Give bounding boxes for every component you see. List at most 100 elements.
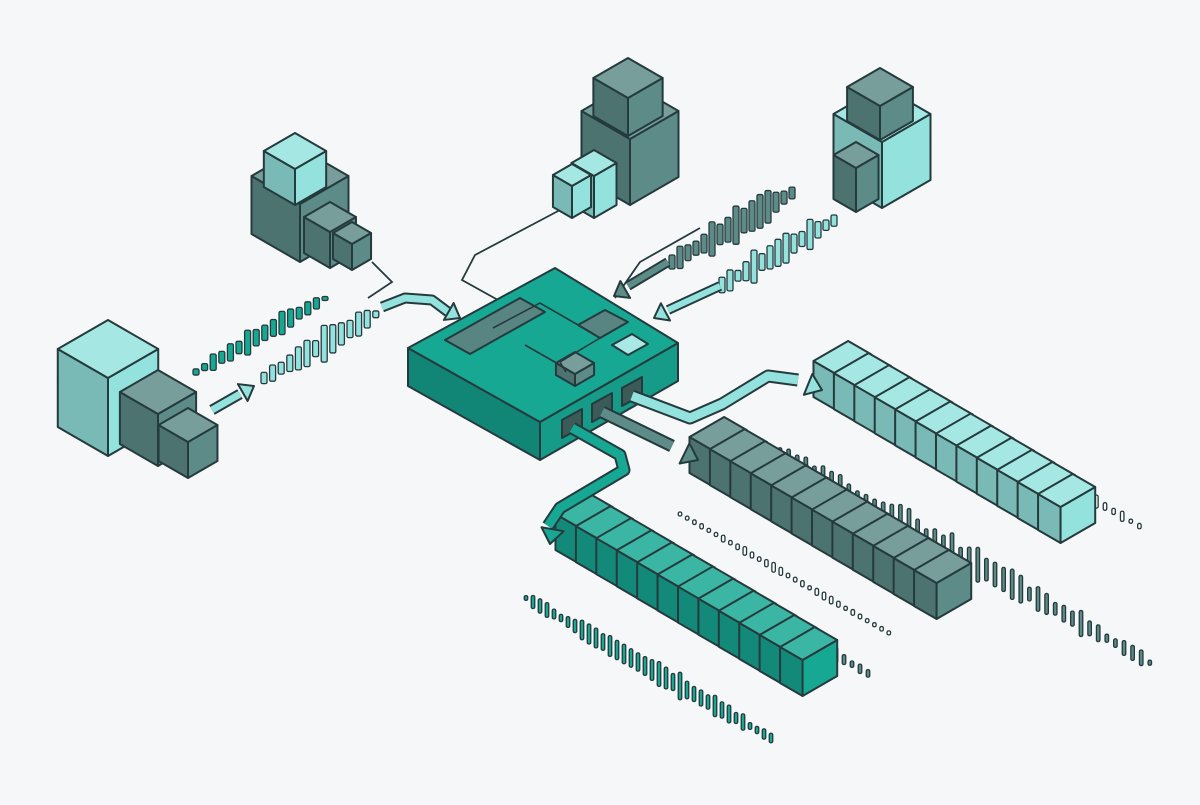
waveform-bar xyxy=(733,711,739,725)
waveform-bar xyxy=(523,595,529,601)
waveform-bar xyxy=(586,623,592,645)
cube-top-face xyxy=(592,57,664,99)
waveform-bar xyxy=(764,559,769,568)
connector-line xyxy=(367,261,394,299)
cube-top-face xyxy=(331,221,373,245)
hub-trace xyxy=(524,344,561,366)
waveform-bar xyxy=(372,310,380,319)
waveform-bar xyxy=(692,519,697,526)
waveform-bar xyxy=(1121,639,1127,657)
waveform-bar xyxy=(537,598,543,614)
waveform-bar xyxy=(792,576,798,583)
waveform-bar xyxy=(530,594,536,610)
waveform-bar xyxy=(1113,638,1118,648)
waveform-bar xyxy=(732,205,740,245)
waveform-bar xyxy=(218,350,226,364)
source-cluster-upper-left xyxy=(250,132,373,271)
waveform-bar xyxy=(243,329,252,356)
waveform-bar xyxy=(692,240,700,256)
waveform-bar xyxy=(1035,586,1041,612)
waveform-bar xyxy=(1052,601,1058,616)
waveform-bar xyxy=(1044,592,1049,615)
waveform-bar xyxy=(720,534,726,543)
waveform-bar xyxy=(735,543,740,551)
waveform-bar xyxy=(698,689,704,707)
waveform-bar xyxy=(740,713,746,731)
cube-top-face xyxy=(56,319,160,379)
cube-top-face xyxy=(303,201,357,233)
waveform-bar xyxy=(886,630,892,636)
waveform-bar xyxy=(857,663,863,675)
waveform-bar xyxy=(295,306,303,320)
waveform-bar xyxy=(798,230,806,248)
waveform-bar xyxy=(830,214,838,227)
waveform-icon xyxy=(523,594,774,744)
waveform-bar xyxy=(850,608,856,616)
waveform-bar xyxy=(726,269,734,292)
waveform-bar xyxy=(1009,568,1015,601)
arrow-head xyxy=(678,442,699,465)
hub-trace xyxy=(492,302,593,334)
arrow-head xyxy=(442,302,461,321)
waveform-bar xyxy=(1027,586,1032,602)
cube xyxy=(262,132,328,206)
waveform-bar xyxy=(700,233,708,254)
waveform-bar xyxy=(670,672,676,692)
waveform-bar xyxy=(768,732,774,744)
waveform-bar xyxy=(235,340,243,355)
waveform-bar xyxy=(312,297,321,310)
waveform-bar xyxy=(677,511,683,517)
stream-block xyxy=(913,549,973,621)
cube xyxy=(846,67,914,141)
flow-arrow-icon xyxy=(599,406,675,452)
waveform-bar xyxy=(226,343,235,362)
waveform-bar xyxy=(579,619,585,641)
waveform-bar xyxy=(677,671,683,701)
waveform-bar xyxy=(209,353,217,372)
stream-block xyxy=(779,626,839,698)
waveform-bar xyxy=(836,600,841,608)
waveform-bar xyxy=(814,587,820,596)
waveform-bar xyxy=(260,371,268,385)
cube-top-face xyxy=(913,549,973,585)
waveform-bar xyxy=(621,643,627,665)
waveform-bar xyxy=(311,339,320,358)
waveform-bar xyxy=(1138,649,1144,667)
connector-line xyxy=(460,209,561,301)
waveform-bar xyxy=(607,634,613,658)
arrow-head xyxy=(236,383,255,402)
waveform-bar xyxy=(879,625,884,632)
waveform-bar xyxy=(726,704,732,724)
source-clusters xyxy=(56,57,932,479)
flow-arrow-icon xyxy=(665,281,723,315)
waveform-bar xyxy=(565,616,571,628)
waveform-bar xyxy=(761,728,767,740)
output-stream-aqua xyxy=(812,340,1097,545)
waveform-bar xyxy=(572,618,578,634)
waveform-bar xyxy=(724,216,732,243)
waveform-bar xyxy=(780,190,788,205)
waveform-bar xyxy=(252,328,260,347)
cube xyxy=(551,163,593,219)
waveform-bar xyxy=(822,219,830,232)
waveform-bar xyxy=(1119,510,1125,522)
waveform-bar xyxy=(814,220,822,239)
flow-arrow-icon xyxy=(542,422,631,530)
arrow-head xyxy=(613,280,632,299)
waveform-bar xyxy=(649,658,655,682)
waveform-bar xyxy=(865,669,871,678)
waveform-bar xyxy=(748,200,756,232)
waveform-bar xyxy=(756,193,764,229)
hub-panel xyxy=(444,297,546,355)
cube xyxy=(832,141,880,213)
waveform-bar xyxy=(676,245,684,270)
waveform-bar xyxy=(992,561,998,588)
waveform-bar xyxy=(303,339,311,368)
waveform-bar xyxy=(872,622,877,628)
hub-chip xyxy=(554,351,596,387)
waveform-bar xyxy=(747,722,753,730)
cube-top-face xyxy=(157,407,219,443)
source-cluster-top-right xyxy=(832,67,932,213)
waveform-bar xyxy=(691,685,697,703)
waveform-bar xyxy=(1102,502,1108,511)
